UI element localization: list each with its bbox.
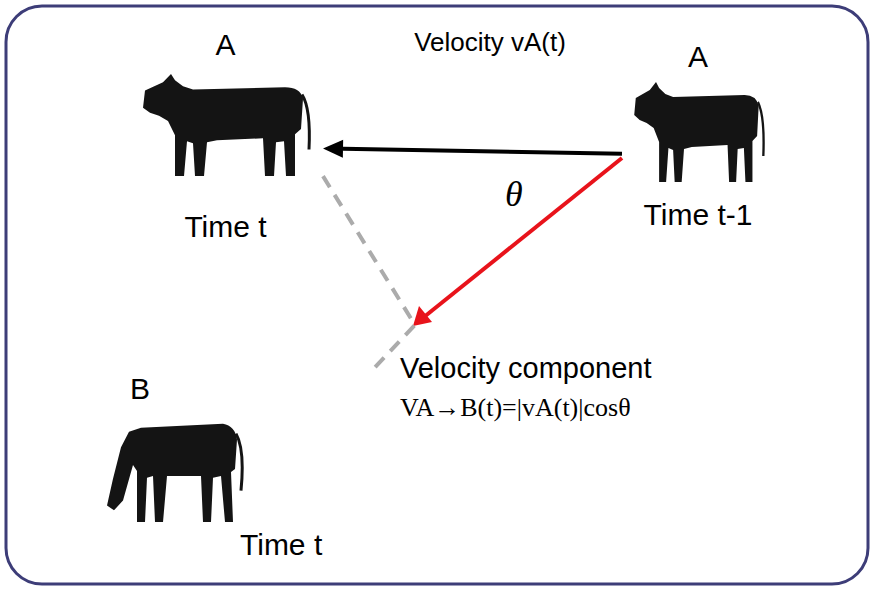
component-formula: VA→B(t)=|vA(t)|cosθ (400, 393, 631, 423)
animal-letter: A (215, 28, 235, 63)
cow-tail (302, 94, 309, 149)
component-heading: Velocity component (400, 352, 651, 385)
animal-letter: B (130, 372, 150, 407)
cow-body (143, 74, 303, 176)
cow-body (107, 424, 237, 522)
velocity-arrow (343, 149, 622, 154)
cow-silhouette (135, 68, 315, 180)
angle-symbol: θ (505, 174, 523, 215)
cow-silhouette (628, 76, 768, 186)
velocity-component-arrow (424, 158, 622, 317)
cow-node: B Time t (100, 372, 372, 567)
rounded-frame (6, 6, 868, 584)
velocity-component-arrowhead (413, 306, 432, 326)
edge-label: Velocity vA(t) (411, 28, 569, 58)
time-label: Time t-1 (644, 198, 753, 233)
arrowhead (323, 140, 343, 158)
animal-letter: A (688, 40, 708, 75)
cow-node: A Time t-1 (622, 40, 774, 240)
cow-tail (758, 102, 764, 156)
time-label: Time t (184, 210, 266, 245)
cow-silhouette (105, 410, 245, 528)
cow-node: A Time t (128, 28, 323, 253)
time-label: Time t (240, 528, 322, 563)
dashed-connector (323, 176, 415, 372)
cow-body (634, 82, 758, 182)
cow-tail (236, 434, 242, 491)
